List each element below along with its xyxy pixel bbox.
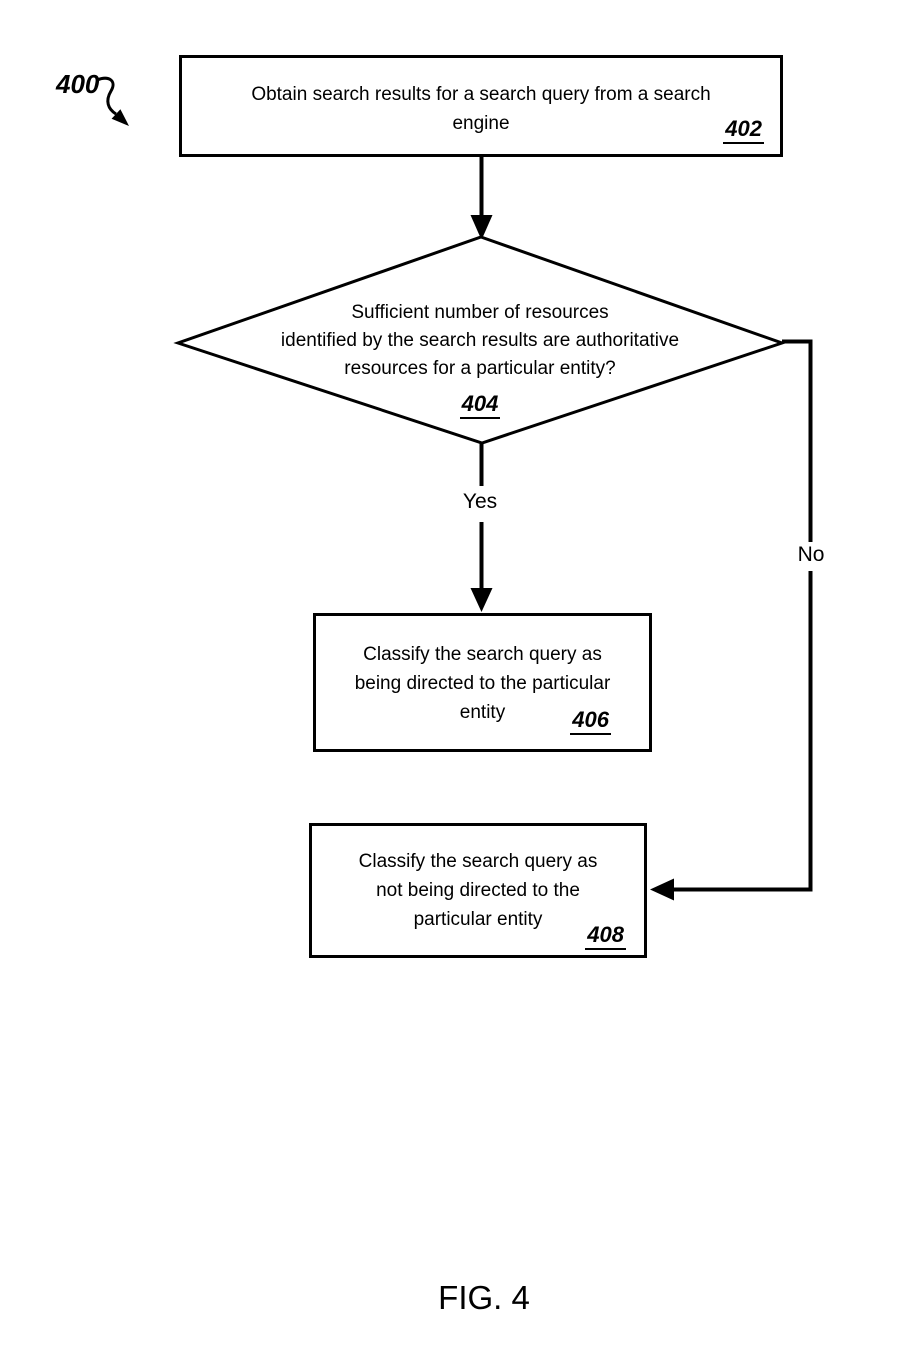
yes-edge-label: Yes <box>459 490 501 514</box>
process-box-408: Classify the search query as not being d… <box>309 823 647 958</box>
ref-label-406: 406 <box>570 708 611 735</box>
box-402-text-line-1: Obtain search results for a search query… <box>251 84 711 105</box>
yes-arrow-head <box>470 588 493 612</box>
process-box-406: Classify the search query as being direc… <box>313 613 652 752</box>
no-path-upper <box>782 339 813 542</box>
figure-ref-arrow-head <box>111 109 129 126</box>
process-box-402: Obtain search results for a search query… <box>179 55 783 157</box>
ref-label-408: 408 <box>585 923 626 950</box>
figure-ref-arrow <box>96 76 117 116</box>
box-406-text-line-2: being directed to the particular <box>354 673 611 694</box>
box-402-text-line-2: engine <box>452 113 510 134</box>
box-408-text-line-3: particular entity <box>413 909 543 930</box>
box-408-text-line-1: Classify the search query as <box>358 851 598 872</box>
arrow-402-to-404-head <box>470 215 493 240</box>
figure-caption: FIG. 4 <box>438 1279 530 1316</box>
box-408-text-line-2: not being directed to the <box>376 880 580 901</box>
box-406-text-line-3: entity <box>459 702 506 723</box>
box-406-text-line-1: Classify the search query as <box>363 644 602 665</box>
no-path-lower <box>672 571 813 892</box>
no-arrow-head <box>650 878 674 901</box>
ref-label-404: 404 <box>459 392 501 419</box>
decision-404-text-line-3: resources for a particular entity? <box>344 358 616 379</box>
decision-text-404: Sufficient number of resources identifie… <box>178 299 782 420</box>
ref-label-402: 402 <box>723 117 764 144</box>
decision-404-text-line-2: identified by the search results are aut… <box>280 330 680 351</box>
figure-number-label: 400 <box>56 69 100 99</box>
no-edge-label: No <box>794 543 828 567</box>
decision-404-text-line-1: Sufficient number of resources <box>351 302 609 323</box>
